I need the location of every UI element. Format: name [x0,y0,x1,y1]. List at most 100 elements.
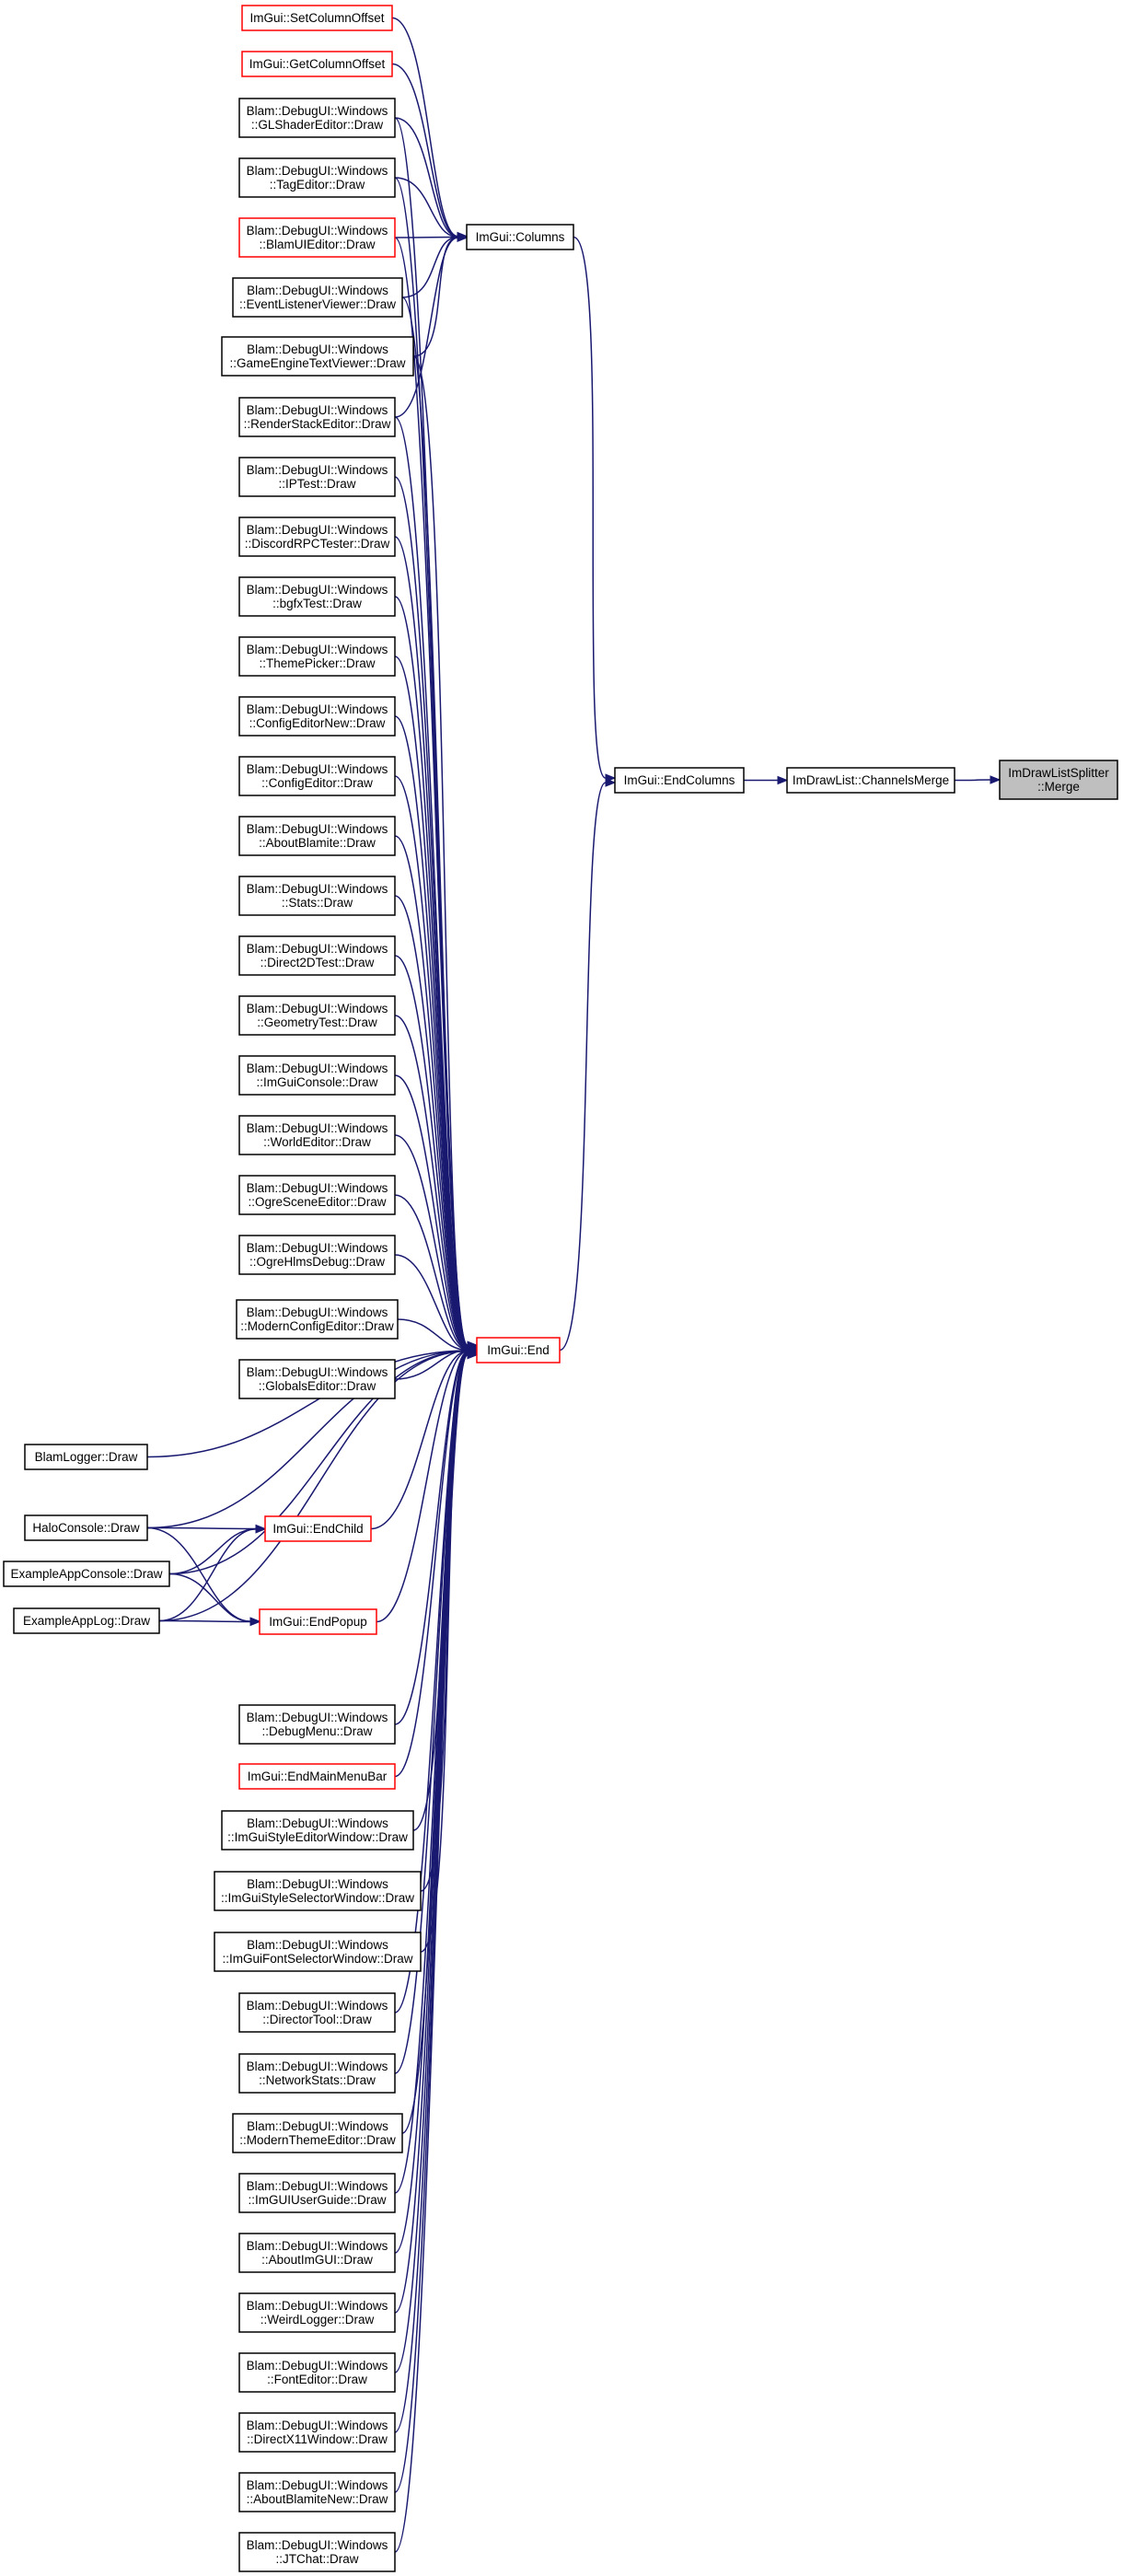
edge-direct2dtest-to-end [394,955,469,1350]
node-endchild[interactable]: ImGui::EndChild [264,1515,372,1542]
node-imguifontselector[interactable]: Blam::DebugUI::Windows::ImGuiFontSelecto… [214,1932,422,1972]
node-label: ::bgfxTest::Draw [272,597,362,610]
node-blamuieditor[interactable]: Blam::DebugUI::Windows::BlamUIEditor::Dr… [238,217,396,258]
node-endcolumns[interactable]: ImGui::EndColumns [614,767,745,794]
node-label: ::ImGuiConsole::Draw [256,1075,377,1089]
node-moderntheme[interactable]: Blam::DebugUI::Windows::ModernThemeEdito… [232,2113,403,2153]
node-themepicker[interactable]: Blam::DebugUI::Windows::ThemePicker::Dra… [238,636,396,677]
node-label: Blam::DebugUI::Windows [247,583,388,597]
node-imguiconsole[interactable]: Blam::DebugUI::Windows::ImGuiConsole::Dr… [238,1055,396,1096]
node-columns[interactable]: ImGui::Columns [466,224,574,250]
node-label: ::DebugMenu::Draw [261,1724,372,1738]
node-worldeditor[interactable]: Blam::DebugUI::Windows::WorldEditor::Dra… [238,1115,396,1155]
node-endpopup[interactable]: ImGui::EndPopup [259,1608,377,1635]
node-aboutblamite[interactable]: Blam::DebugUI::Windows::AboutBlamite::Dr… [238,816,396,856]
edge-imguiconsole-to-end [394,1074,469,1351]
node-label: ExampleAppConsole::Draw [10,1567,162,1581]
node-aboutblamitenew[interactable]: Blam::DebugUI::Windows::AboutBlamiteNew:… [238,2472,396,2512]
node-globalseditor[interactable]: Blam::DebugUI::Windows::GlobalsEditor::D… [238,1359,396,1399]
node-box [999,760,1118,800]
node-box [238,2352,396,2393]
node-box [238,2472,396,2512]
node-imguiuserguide[interactable]: Blam::DebugUI::Windows::ImGUIUserGuide::… [238,2173,396,2213]
node-glshader[interactable]: Blam::DebugUI::Windows::GLShaderEditor::… [238,98,396,138]
node-box [236,1299,399,1340]
node-networkstats[interactable]: Blam::DebugUI::Windows::NetworkStats::Dr… [238,2053,396,2094]
node-stats[interactable]: Blam::DebugUI::Windows::Stats::Draw [238,876,396,916]
node-bgfxtest[interactable]: Blam::DebugUI::Windows::bgfxTest::Draw [238,576,396,617]
node-label: ::DiscordRPCTester::Draw [245,537,390,551]
node-debugmenu[interactable]: Blam::DebugUI::Windows::DebugMenu::Draw [238,1704,396,1745]
node-box [238,876,396,916]
node-haloconsole[interactable]: HaloConsole::Draw [24,1514,148,1541]
node-label: Blam::DebugUI::Windows [247,2119,388,2133]
node-label: ::ConfigEditor::Draw [261,776,373,790]
node-blamlogger[interactable]: BlamLogger::Draw [24,1444,148,1470]
node-label: ::Merge [1037,780,1080,794]
node-modernconfig[interactable]: Blam::DebugUI::Windows::ModernConfigEdit… [236,1299,399,1340]
node-exampleconsole[interactable]: ExampleAppConsole::Draw [3,1561,170,1587]
node-label: ::JTChat::Draw [275,2552,358,2566]
node-iptest[interactable]: Blam::DebugUI::Windows::IPTest::Draw [238,457,396,497]
arrowhead-examplelog-to-endchild [255,1525,267,1534]
node-jtchat[interactable]: Blam::DebugUI::Windows::JTChat::Draw [238,2532,396,2572]
edge-tageditor-to-columns [394,177,458,238]
node-discordrpc[interactable]: Blam::DebugUI::Windows::DiscordRPCTester… [238,516,396,557]
node-label: Blam::DebugUI::Windows [247,1002,388,1015]
arrowhead-endcolumns-to-channelsmerge [777,775,789,785]
node-label: ImGui::EndColumns [624,773,735,787]
edge-exampleconsole-to-endpopup [168,1572,251,1623]
node-imguistyleeditor[interactable]: Blam::DebugUI::Windows::ImGuiStyleEditor… [221,1810,414,1851]
node-label: ::Direct2DTest::Draw [260,956,375,969]
edge-eventlistener-to-columns [401,237,458,298]
edge-ogrescene-to-end [394,1194,469,1351]
nodes-layer: ImDrawListSplitter::Merge ImDrawList::Cha… [3,5,1118,2572]
node-weirdlogger[interactable]: Blam::DebugUI::Windows::WeirdLogger::Dra… [238,2292,396,2333]
node-renderstack[interactable]: Blam::DebugUI::Windows::RenderStackEdito… [238,397,396,437]
node-box [466,224,574,250]
node-tageditor[interactable]: Blam::DebugUI::Windows::TagEditor::Draw [238,157,396,198]
node-merge[interactable]: ImDrawListSplitter::Merge [999,760,1118,800]
node-label: Blam::DebugUI::Windows [247,463,388,477]
node-configeditornew[interactable]: Blam::DebugUI::Windows::ConfigEditorNew:… [238,696,396,737]
node-ogrehlms[interactable]: Blam::DebugUI::Windows::OgreHlmsDebug::D… [238,1235,396,1275]
node-label: Blam::DebugUI::Windows [247,2060,388,2073]
node-box [238,157,396,198]
node-getcoloffset[interactable]: ImGui::GetColumnOffset [241,51,393,77]
node-channelsmerge[interactable]: ImDrawList::ChannelsMerge [786,767,955,794]
edge-gameenginetext-to-columns [412,237,458,357]
node-configeditor[interactable]: Blam::DebugUI::Windows::ConfigEditor::Dr… [238,756,396,796]
node-label: Blam::DebugUI::Windows [247,1305,388,1319]
node-label: ::GeometryTest::Draw [257,1015,377,1029]
node-box [241,5,393,31]
node-end[interactable]: ImGui::End [476,1337,561,1363]
node-label: ::ImGuiStyleEditorWindow::Draw [227,1830,408,1844]
node-directortool[interactable]: Blam::DebugUI::Windows::DirectorTool::Dr… [238,1992,396,2033]
node-eventlistener[interactable]: Blam::DebugUI::Windows::EventListenerVie… [232,277,403,318]
node-endmainmenubar[interactable]: ImGui::EndMainMenuBar [238,1763,396,1790]
edge-endpopup-to-end [376,1350,469,1623]
node-geometrytest[interactable]: Blam::DebugUI::Windows::GeometryTest::Dr… [238,995,396,1036]
node-fonteditor[interactable]: Blam::DebugUI::Windows::FontEditor::Draw [238,2352,396,2393]
edge-stats-to-end [394,895,469,1350]
edge-examplelog-to-end [158,1350,469,1622]
node-label: ::ConfigEditorNew::Draw [249,716,386,730]
node-aboutimgui[interactable]: Blam::DebugUI::Windows::AboutImGUI::Draw [238,2233,396,2273]
node-directx11[interactable]: Blam::DebugUI::Windows::DirectX11Window:… [238,2412,396,2453]
node-examplelog[interactable]: ExampleAppLog::Draw [13,1607,160,1634]
edge-modernconfig-to-end [397,1318,469,1352]
node-label: ::DirectorTool::Draw [262,2013,372,2026]
node-box [238,397,396,437]
node-label: Blam::DebugUI::Windows [247,104,388,118]
node-direct2dtest[interactable]: Blam::DebugUI::Windows::Direct2DTest::Dr… [238,935,396,976]
node-label: Blam::DebugUI::Windows [247,403,388,417]
node-label: ::ImGUIUserGuide::Draw [248,2193,386,2207]
node-label: Blam::DebugUI::Windows [247,284,388,297]
node-box [238,217,396,258]
node-box [232,2113,403,2153]
node-gameenginetext[interactable]: Blam::DebugUI::Windows::GameEngineTextVi… [221,336,414,377]
node-ogrescene[interactable]: Blam::DebugUI::Windows::OgreSceneEditor:… [238,1175,396,1215]
node-setcoloffset[interactable]: ImGui::SetColumnOffset [241,5,393,31]
node-imguistyleselector[interactable]: Blam::DebugUI::Windows::ImGuiStyleSelect… [214,1871,422,1911]
